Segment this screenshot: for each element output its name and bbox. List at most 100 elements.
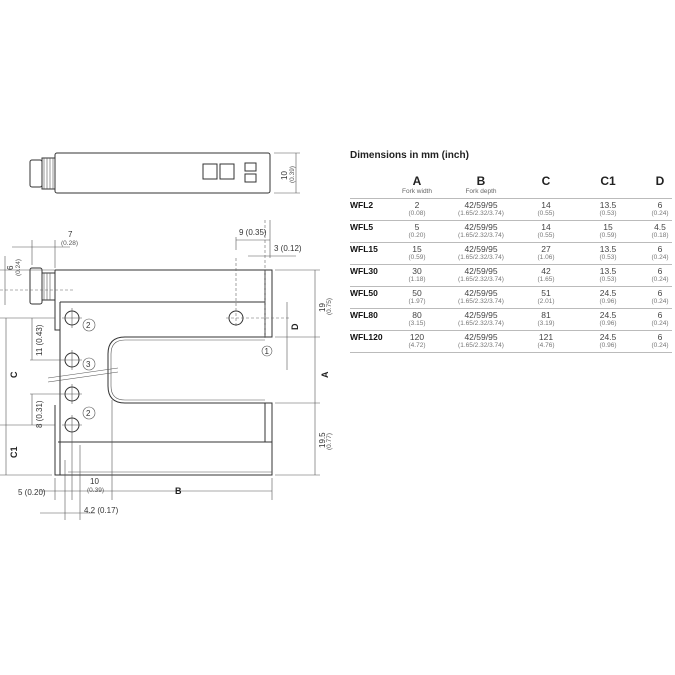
marker-3: 3 (82, 357, 96, 371)
cell-A: 5(0.20) (396, 220, 438, 243)
column-header-C1: C1 (568, 175, 648, 199)
cell-B: 42/59/95(1.65/2.32/3.74) (438, 264, 524, 287)
dim-3: 3 (0.12) (274, 244, 302, 253)
led-indicator (202, 163, 218, 180)
cell-C1: 13.5(0.53) (568, 264, 648, 287)
dim-10-in: (0.39) (87, 487, 104, 494)
cell-C: 14(0.55) (524, 198, 568, 221)
mounting-hole (62, 308, 82, 328)
model-name: WFL50 (350, 286, 396, 309)
column-header-C: C (524, 175, 568, 199)
cell-C1: 15(0.59) (568, 220, 648, 243)
cell-B: 42/59/95(1.65/2.32/3.74) (438, 242, 524, 265)
svg-text:2: 2 (86, 321, 91, 330)
dim-19-in: (0.75) (326, 298, 333, 315)
model-name: WFL2 (350, 198, 396, 221)
dim-4-2: 4.2 (0.17) (84, 506, 119, 515)
table-title: Dimensions in mm (inch) (350, 150, 469, 161)
cell-D: 6(0.24) (648, 286, 672, 309)
dim-10: 10 (90, 477, 99, 486)
marker-2: 2 (82, 318, 96, 332)
model-name: WFL120 (350, 330, 396, 353)
cell-D: 6(0.24) (648, 264, 672, 287)
marker-2: 2 (82, 406, 96, 420)
dim-19: 19 (318, 303, 327, 312)
led-indicator (244, 173, 257, 183)
cell-C: 14(0.55) (524, 220, 568, 243)
mounting-hole (30, 350, 82, 370)
cell-D: 4.5(0.18) (648, 220, 672, 243)
led-indicator (219, 163, 235, 180)
cell-C1: 24.5(0.96) (568, 330, 648, 353)
dim-6: 6 (6, 265, 15, 270)
dim-height: 10 (280, 171, 289, 180)
cell-B: 42/59/95(1.65/2.32/3.74) (438, 330, 524, 353)
dimension-drawing: 10 (0.39) 1 2 3 2 (0, 152, 333, 520)
cell-A: 2(0.08) (396, 198, 438, 221)
cell-C1: 24.5(0.96) (568, 286, 648, 309)
cell-A: 15(0.59) (396, 242, 438, 265)
dim-7: 7 (68, 230, 73, 239)
cell-A: 30(1.18) (396, 264, 438, 287)
column-header-D: D (648, 175, 672, 199)
cell-C: 51(2.01) (524, 286, 568, 309)
dim-8: 8 (0.31) (35, 400, 44, 428)
front-view: 1 2 3 2 7 (0.28) 6 (0.24) 9 (0.35) 3 (0.… (0, 220, 333, 520)
mounting-hole (62, 415, 82, 500)
cell-A: 80(3.15) (396, 308, 438, 331)
cell-C1: 24.5(0.96) (568, 308, 648, 331)
cell-A: 50(1.97) (396, 286, 438, 309)
marker-1: 1 (261, 345, 273, 357)
model-name: WFL15 (350, 242, 396, 265)
cell-A: 120(4.72) (396, 330, 438, 353)
cell-C: 121(4.76) (524, 330, 568, 353)
cell-C: 81(3.19) (524, 308, 568, 331)
model-name: WFL5 (350, 220, 396, 243)
cell-B: 42/59/95(1.65/2.32/3.74) (438, 286, 524, 309)
cell-D: 6(0.24) (648, 198, 672, 221)
dim-5: 5 (0.20) (18, 488, 46, 497)
model-name: WFL80 (350, 308, 396, 331)
dim-11: 11 (0.43) (35, 324, 44, 356)
dim-19-5-in: (0.77) (326, 433, 333, 450)
model-name: WFL30 (350, 264, 396, 287)
cell-C: 42(1.65) (524, 264, 568, 287)
cell-C: 27(1.06) (524, 242, 568, 265)
cell-D: 6(0.24) (648, 308, 672, 331)
dim-D: D (290, 323, 300, 330)
led-indicator (244, 162, 257, 172)
cell-C1: 13.5(0.53) (568, 198, 648, 221)
dim-C1: C1 (9, 446, 19, 458)
svg-text:1: 1 (265, 347, 270, 356)
svg-text:2: 2 (86, 409, 91, 418)
cell-C1: 13.5(0.53) (568, 242, 648, 265)
cell-D: 6(0.24) (648, 242, 672, 265)
dim-7-in: (0.28) (61, 240, 78, 247)
mounting-hole (226, 258, 290, 328)
top-view: 10 (0.39) (29, 152, 300, 194)
dim-9: 9 (0.35) (239, 228, 267, 237)
svg-text:3: 3 (86, 360, 91, 369)
dim-C: C (9, 371, 19, 378)
dim-A: A (320, 371, 330, 378)
dim-B: B (175, 486, 182, 496)
cell-B: 42/59/95(1.65/2.32/3.74) (438, 198, 524, 221)
cell-B: 42/59/95(1.65/2.32/3.74) (438, 308, 524, 331)
cell-D: 6(0.24) (648, 330, 672, 353)
mounting-hole (30, 384, 82, 404)
dim-19-5: 19.5 (318, 432, 327, 448)
cell-B: 42/59/95(1.65/2.32/3.74) (438, 220, 524, 243)
dim-height-in: (0.39) (289, 166, 296, 183)
